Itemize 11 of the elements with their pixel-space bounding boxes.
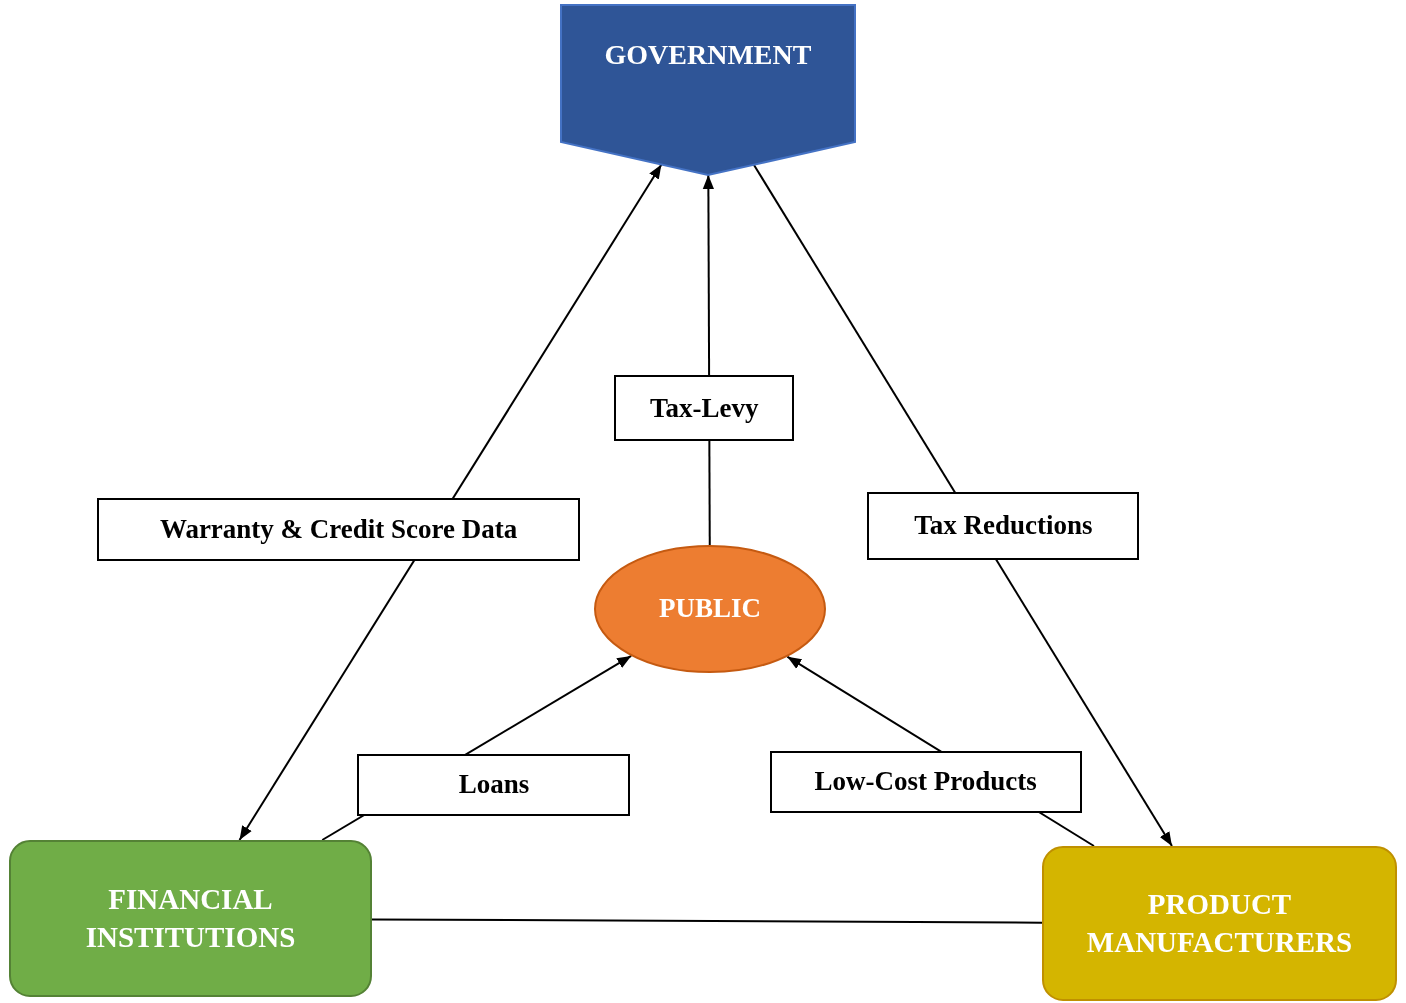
- edge-label: Loans: [357, 753, 631, 816]
- arrow: [752, 163, 1173, 847]
- arrow: [238, 163, 663, 841]
- node-label: PRODUCT MANUFACTURERS: [1085, 886, 1354, 960]
- edge-label: Tax Reductions: [867, 491, 1140, 560]
- node-label: FINANCIAL INSTITUTIONS: [84, 881, 297, 955]
- edge-label: Low-Cost Products: [769, 750, 1082, 813]
- node-label: PUBLIC: [659, 592, 761, 626]
- node-label: GOVERNMENT: [604, 37, 812, 72]
- edge-label: Tax-Levy: [614, 375, 795, 442]
- edge-label: Warranty & Credit Score Data: [97, 497, 581, 561]
